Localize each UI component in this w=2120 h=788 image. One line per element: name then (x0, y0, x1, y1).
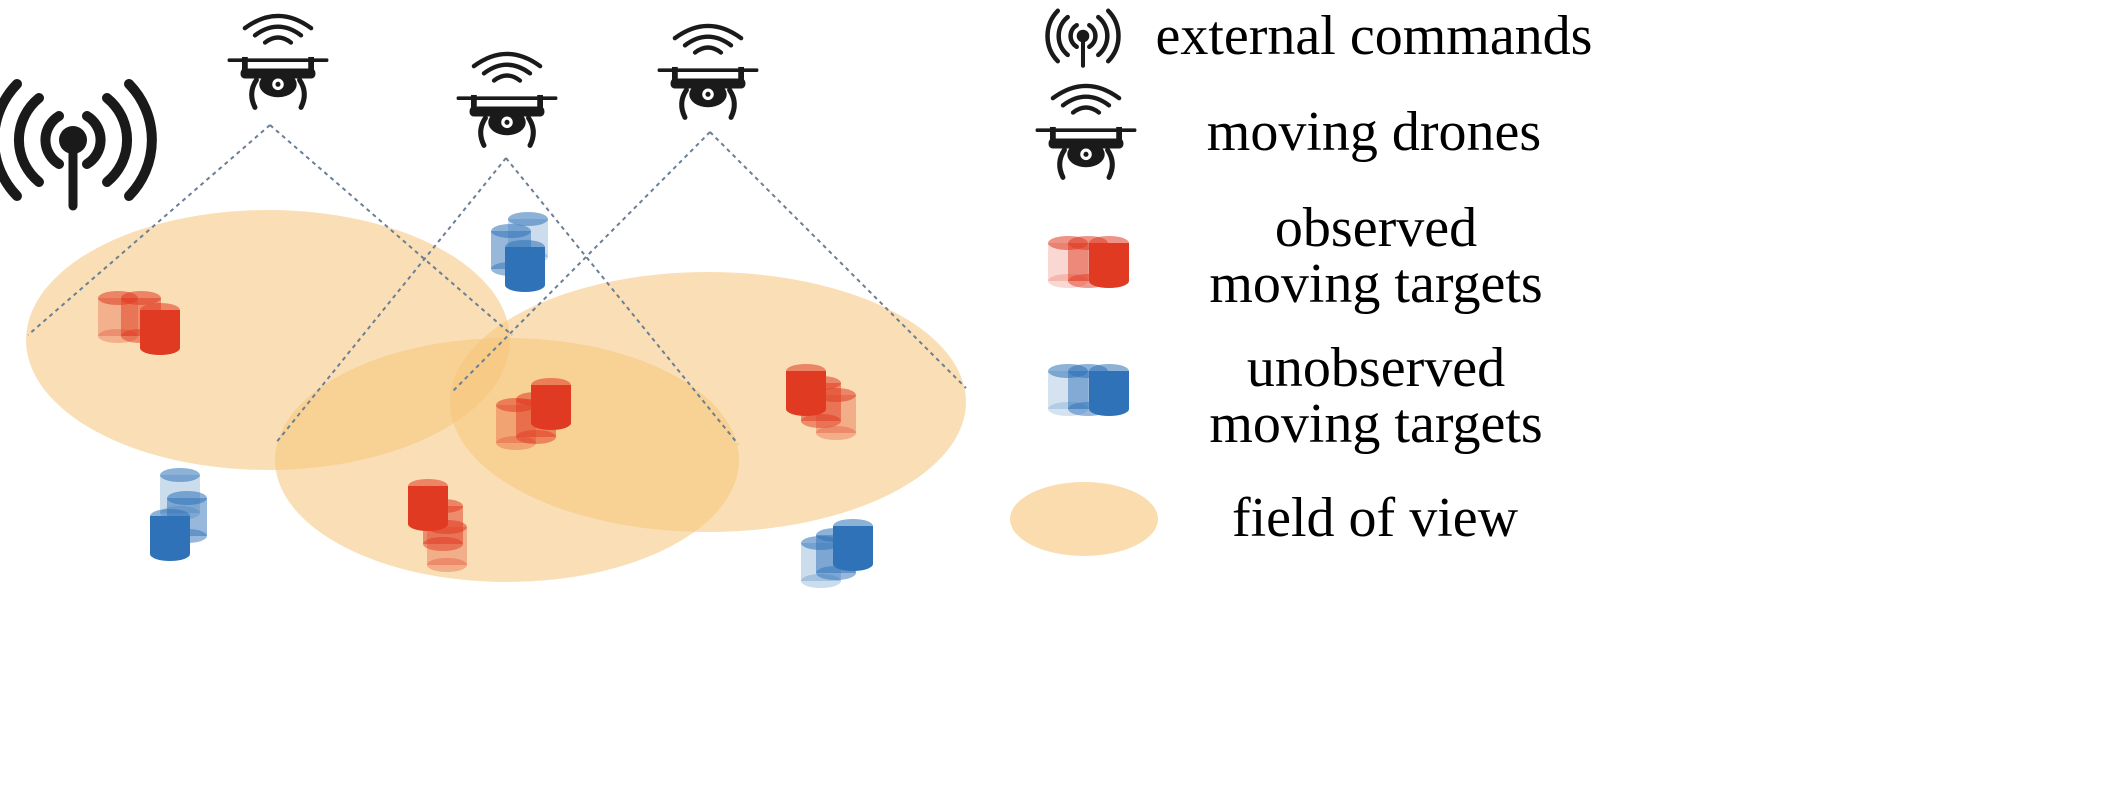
legend-unobserved-line2: moving targets (1209, 393, 1542, 455)
drone-icon (457, 54, 558, 145)
legend-field-of-view: field of view (1232, 487, 1519, 549)
drone-icon (228, 16, 329, 107)
legend-observed-line1: observed (1275, 197, 1477, 259)
unobserved-target-group (150, 468, 207, 561)
legend-external-commands: external commands (1156, 5, 1593, 67)
fields-of-view (26, 210, 966, 582)
view-cone-lines (27, 124, 967, 445)
field-of-view-middle (275, 338, 739, 582)
unobserved-target-group (491, 212, 548, 292)
legend-observed-target-icon (1048, 236, 1129, 288)
drone-icon (658, 26, 759, 117)
legend-drone-icon (1036, 86, 1137, 177)
legend-observed-line2: moving targets (1209, 253, 1542, 315)
legend-moving-drones: moving drones (1207, 101, 1541, 163)
unobserved-target-group (801, 519, 873, 588)
legend-antenna-icon (1045, 8, 1121, 68)
legend-unobserved-target-icon (1048, 364, 1129, 416)
antenna-icon (0, 79, 157, 211)
legend-field-of-view-swatch (1010, 482, 1158, 556)
legend: external commands moving drones observed… (1010, 5, 1592, 556)
legend-unobserved-line1: unobserved (1247, 337, 1505, 399)
